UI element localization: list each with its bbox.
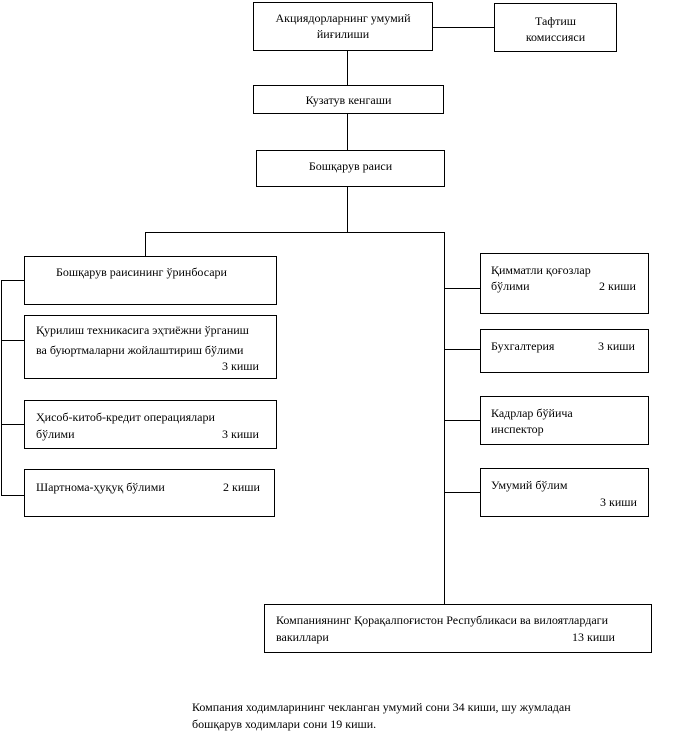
construction-label-line2: ва буюртмаларни жойлаштириш бўлими [36,343,244,357]
shareholders-label-line2: йиғилиши [316,27,370,41]
connector-chairman-down [347,186,348,232]
deputy-label: Бошқарув раисининг ўринбосари [56,265,227,279]
staff-count-note-line1: Компания ходимларининг чекланган умумий … [192,700,571,714]
securities-dept-box: Қимматли қоғозлар бўлими 2 киши [480,253,649,314]
accounting-ops-label-line2: бўлими [36,427,75,441]
securities-label-line2: бўлими [491,279,530,293]
accounting-ops-count: 3 киши [222,427,259,441]
general-dept-count: 3 киши [600,495,637,509]
regional-label-line2: вакиллари [276,630,329,644]
audit-label-line2: комиссияси [525,30,586,44]
connector-deputy-drop [145,232,146,256]
chairman-label: Бошқарув раиси [308,159,393,173]
securities-count: 2 киши [599,279,636,293]
connector-right-bookkeeping [444,349,481,350]
hr-label-line2: инспектор [491,422,544,436]
construction-count: 3 киши [222,359,259,373]
bookkeeping-count: 3 киши [598,339,635,353]
contract-legal-label: Шартнома-ҳуқуқ бўлими [36,480,165,494]
shareholders-label-line1: Акциядорларнинг умумий [275,11,411,25]
connector-shareholders-supervisory [347,50,348,86]
connector-right-hr [444,420,481,421]
shareholders-meeting-box: Акциядорларнинг умумий йиғилиши [253,2,433,51]
audit-label-line1: Тафтиш [534,14,577,28]
connector-shareholders-audit [432,27,495,28]
contract-legal-dept-box: Шартнома-ҳуқуқ бўлими 2 киши [24,469,275,517]
connector-horizontal-branch [145,232,445,233]
securities-label-line1: Қимматли қоғозлар [491,263,591,277]
hr-label-line1: Кадрлар бўйича [491,406,573,420]
regional-representatives-box: Компаниянинг Қорақалпоғистон Республикас… [264,604,652,653]
connector-left-accounting-ops [1,424,25,425]
bookkeeping-label: Бухгалтерия [491,339,555,353]
regional-count: 13 киши [572,630,615,644]
staff-count-note: Компания ходимларининг чекланган умумий … [192,699,632,733]
connector-left-construction [1,340,25,341]
chairman-box: Бошқарув раиси [256,150,445,187]
contract-legal-count: 2 киши [223,480,260,494]
connector-left-trunk [1,280,2,496]
connector-right-general [444,492,481,493]
supervisory-board-box: Кузатув кенгаши [253,85,444,114]
staff-count-note-line2: бошқарув ходимлари сони 19 киши. [192,717,377,731]
accounting-ops-dept-box: Ҳисоб-китоб-кредит операциялари бўлими 3… [24,400,277,449]
bookkeeping-box: Бухгалтерия 3 киши [480,329,649,373]
connector-right-trunk [444,232,445,604]
connector-right-securities [444,288,481,289]
connector-supervisory-chairman [347,113,348,151]
accounting-ops-label-line1: Ҳисоб-китоб-кредит операциялари [36,410,215,424]
regional-label-line1: Компаниянинг Қорақалпоғистон Республикас… [276,613,608,627]
audit-commission-box: Тафтиш комиссияси [494,3,617,52]
connector-left-deputy [1,280,25,281]
supervisory-label: Кузатув кенгаши [305,93,392,107]
general-dept-box: Умумий бўлим 3 киши [480,468,649,517]
construction-dept-box: Қурилиш техникасига эҳтиёжни ўрганиш ва … [24,315,277,379]
deputy-chairman-box: Бошқарув раисининг ўринбосари [24,256,277,305]
construction-label-line1: Қурилиш техникасига эҳтиёжни ўрганиш [36,323,249,337]
general-dept-label: Умумий бўлим [491,478,568,492]
hr-inspector-box: Кадрлар бўйича инспектор [480,396,649,445]
connector-left-contract-legal [1,495,25,496]
